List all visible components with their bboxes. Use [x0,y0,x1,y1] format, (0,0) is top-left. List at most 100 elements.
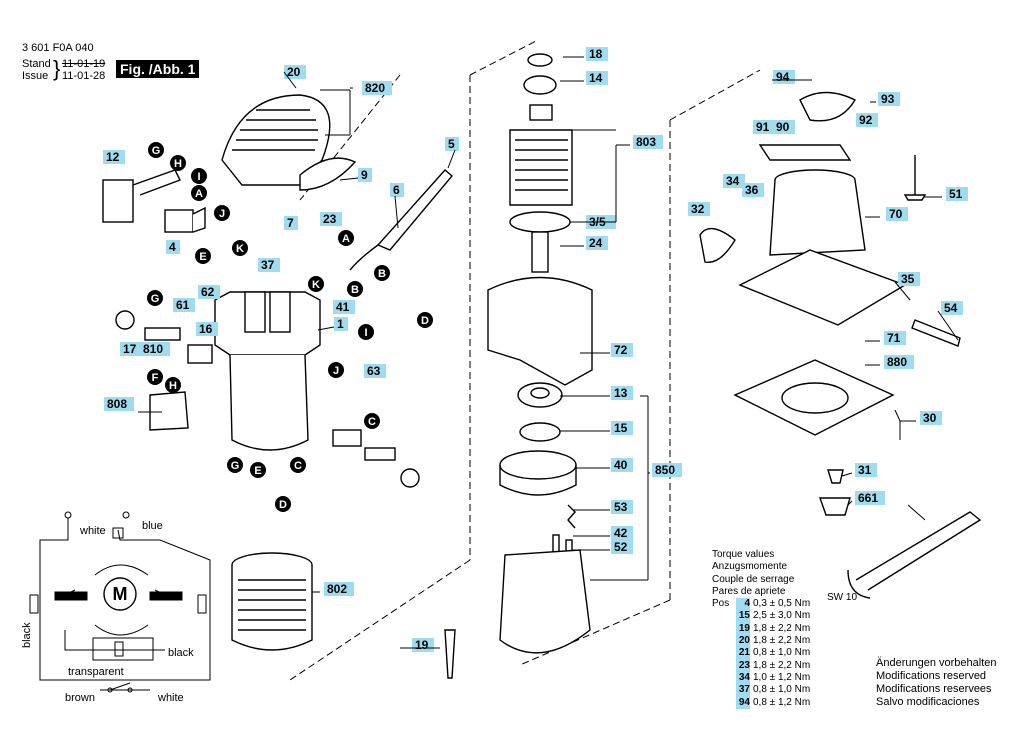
connection-letter: J [333,365,339,377]
part-label-bg [358,168,372,182]
part-label-bg [611,386,633,400]
part-label: 34 [726,174,740,188]
part-label: 12 [106,150,120,164]
connection-marker [338,230,354,246]
connection-marker [227,457,243,473]
part-label: 41 [336,300,350,314]
part-label: 71 [887,331,901,345]
part-label: 31 [858,463,872,477]
brace-icon: } [53,56,61,81]
part-label-bg [198,285,220,299]
torque-value: 2,5 ± 3,0 Nm [753,610,811,622]
part-label: 880 [887,355,907,369]
connection-letter: G [231,460,240,472]
part-label: 4 [169,240,176,254]
part-label: 802 [327,582,347,596]
connection-letter: E [199,251,206,263]
part-label: 803 [636,135,656,149]
connection-marker [232,240,248,256]
part-label: 810 [143,342,163,356]
part-label: 91 [756,120,770,134]
issue-date: 11-01-28 [62,70,106,82]
part-label: 808 [107,397,127,411]
part-label: 9 [361,168,368,182]
part-label-bg [855,491,885,505]
connection-letter: K [236,243,244,255]
connection-marker [147,369,163,385]
part-label: 94 [776,70,790,84]
torque-pos: 4 [736,598,750,611]
connection-letter: E [254,465,261,477]
modifications-notice: Änderungen vorbehalten Modifications res… [876,657,996,709]
torque-value: 0,3 ± 0,5 Nm [753,598,811,610]
part-label: 54 [944,301,958,315]
wire-label: black [21,622,33,648]
part-label-bg [652,463,682,477]
part-label-bg [611,421,633,435]
stand-label: Stand [22,58,51,70]
part-label-bg [886,207,908,221]
part-label-bg [611,500,633,514]
part-label-bg [284,216,298,230]
part-label-bg [742,183,764,197]
part-label-bg [856,113,878,127]
connection-letter: J [219,208,225,220]
torque-value: 1,8 ± 2,2 Nm [753,622,811,634]
torque-pos: 20 [736,635,750,648]
part-label-bg [586,236,608,250]
part-label: 18 [589,47,603,61]
connection-marker [191,185,207,201]
part-label-bg [884,355,914,369]
connection-marker [275,496,291,512]
part-label: 72 [614,343,628,357]
connection-marker [358,324,374,340]
wire-label: white [79,525,106,537]
part-label: 23 [323,212,337,226]
leader-line [317,326,335,331]
part-label: 16 [199,322,213,336]
part-label: 63 [367,364,381,378]
connection-marker [364,413,380,429]
wire-label: blue [142,520,163,532]
torque-value: 0,8 ± 1,0 Nm [753,647,811,659]
part-label: 92 [859,113,873,127]
connection-marker [308,276,324,292]
part-label-bg [611,458,633,472]
issue-label: Issue [22,70,49,82]
torque-pos: 37 [736,684,750,697]
part-label-bg [586,71,608,85]
part-label: 24 [589,236,603,250]
torque-value: 1,8 ± 2,2 Nm [753,635,811,647]
connection-letter: G [152,145,161,157]
wire-label: transparent [68,666,124,678]
connection-letter: A [195,188,203,200]
torque-title-fr: Couple de serrage [712,573,795,585]
leader-line [847,500,853,506]
torque-title-de: Anzugsmomente [712,561,788,573]
figure-label: Fig. /Abb. 1 [116,60,200,78]
torque-value: 0,8 ± 1,2 Nm [753,696,811,708]
part-label-bg [611,540,633,554]
connection-marker [347,281,363,297]
leader-line [937,310,959,341]
part-label-bg [920,411,942,425]
part-label-bg [333,300,355,314]
part-label-bg [284,65,306,79]
part-label-bg [103,150,125,164]
part-label-bg [120,342,142,356]
connection-letter: F [152,372,159,384]
connection-marker [417,312,433,328]
part-label-bg [364,364,386,378]
part-label: 61 [176,298,190,312]
part-label: 19 [415,638,429,652]
part-label: 42 [614,526,628,540]
part-label: 62 [201,285,215,299]
part-label: 820 [365,81,385,95]
connection-letter: D [279,499,287,511]
wrench-size-label: SW 10 [827,592,857,603]
part-label-bg [898,272,920,286]
